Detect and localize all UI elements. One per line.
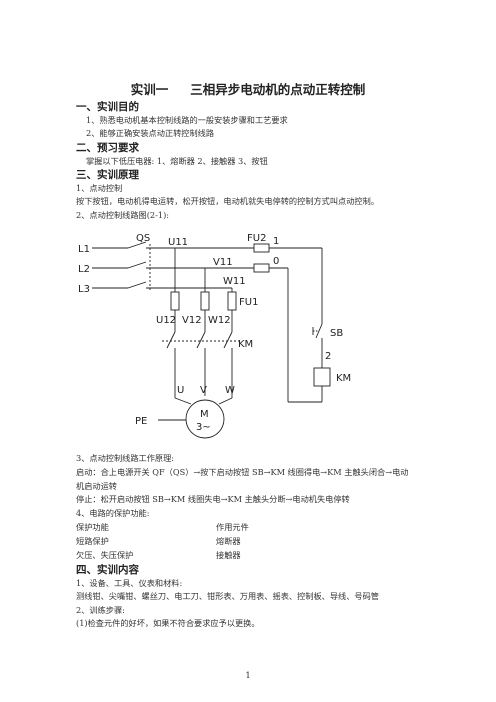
motor bbox=[185, 399, 225, 439]
paragraph: 1、设备、工具、仪表和材料: bbox=[76, 578, 183, 588]
list-item: 2、能够正确安装点动正转控制线路 bbox=[86, 128, 215, 138]
paragraph: 停止：松开启动按钮 SB→KM 线圈失电→KM 主触头分断→电动机失电停转 bbox=[76, 494, 350, 504]
table-cell: 欠压、失压保护 bbox=[76, 550, 134, 560]
label-node-2: 2 bbox=[325, 351, 331, 362]
table-cell: 作用元件 bbox=[216, 522, 249, 532]
paragraph: (1)检查元件的好坏，如果不符合要求应予以更换。 bbox=[76, 618, 260, 628]
label-motor-3phase: 3~ bbox=[196, 422, 211, 433]
section-heading: 一、实训目的 bbox=[76, 101, 139, 113]
label-sb: SB bbox=[330, 328, 343, 339]
table-cell: 熔断器 bbox=[216, 536, 241, 546]
paragraph: 启动：合上电源开关 QF（QS）→按下启动按钮 SB→KM 线圈得电→KM 主触… bbox=[76, 467, 409, 477]
label-v12: V12 bbox=[182, 315, 202, 326]
paragraph: 3、点动控制线路工作原理: bbox=[76, 453, 175, 463]
label-km-main: KM bbox=[238, 339, 253, 350]
paragraph: 掌握以下低压电器: 1、熔断器 2、接触器 3、按钮 bbox=[86, 156, 268, 166]
paragraph: 按下按钮，电动机得电运转，松开按钮，电动机就失电停转的控制方式叫点动控制。 bbox=[76, 196, 379, 206]
label-motor-m: M bbox=[200, 409, 209, 420]
section-heading: 四、实训内容 bbox=[76, 564, 139, 576]
label-l2: L2 bbox=[78, 264, 90, 275]
label-w12: W12 bbox=[208, 315, 231, 326]
paragraph: 2、点动控制线路图(2-1): bbox=[76, 210, 170, 220]
label-fu1: FU1 bbox=[239, 297, 258, 308]
title-text: 三相异步电动机的点动正转控制 bbox=[190, 82, 366, 97]
list-item: 1、熟悉电动机基本控制线路的一般安装步骤和工艺要求 bbox=[86, 115, 288, 125]
control-circuit-diagram: L1 L2 L3 QS U11 V11 W11 FU1 FU2 1 0 U12 … bbox=[78, 233, 351, 439]
label-fu2: FU2 bbox=[247, 233, 266, 244]
label-w: W bbox=[225, 385, 235, 396]
label-u: U bbox=[177, 385, 184, 396]
label-l1: L1 bbox=[78, 244, 90, 255]
table-cell: 接触器 bbox=[216, 550, 241, 560]
section-heading: 三、实训原理 bbox=[76, 169, 139, 181]
page-number: 1 bbox=[245, 671, 251, 680]
section-heading: 二、预习要求 bbox=[76, 142, 139, 154]
label-node-0: 0 bbox=[273, 256, 279, 267]
label-v11: V11 bbox=[213, 257, 233, 268]
fuse-fu2 bbox=[253, 243, 270, 253]
label-v: V bbox=[200, 385, 207, 396]
title-number: 实训一 bbox=[130, 82, 169, 97]
label-u12: U12 bbox=[156, 315, 176, 326]
km-main-contacts bbox=[162, 331, 240, 349]
fuse-fu1 bbox=[170, 291, 237, 311]
label-l3: L3 bbox=[78, 284, 90, 295]
km-coil bbox=[313, 367, 331, 387]
label-pe: PE bbox=[135, 416, 147, 427]
paragraph: 4、电路的保护功能: bbox=[76, 508, 150, 518]
paragraph: 测线钳、尖嘴钳、螺丝刀、电工刀、钳形表、万用表、摇表、控制板、导线、号码管 bbox=[76, 591, 379, 601]
label-qs: QS bbox=[136, 233, 150, 244]
label-node-1: 1 bbox=[273, 236, 279, 247]
page-title: 实训一 三相异步电动机的点动正转控制 bbox=[0, 79, 496, 98]
qs-switch bbox=[127, 241, 151, 290]
fuse-fu2-b bbox=[253, 263, 270, 273]
paragraph: 1、点动控制 bbox=[76, 183, 123, 193]
label-u11: U11 bbox=[168, 237, 188, 248]
label-km-coil: KM bbox=[336, 373, 351, 384]
sb-button bbox=[312, 318, 323, 368]
table-cell: 保护功能 bbox=[76, 522, 109, 532]
table-cell: 短路保护 bbox=[76, 536, 109, 546]
paragraph: 2、训练步骤: bbox=[76, 605, 125, 615]
label-w11: W11 bbox=[223, 276, 246, 287]
paragraph: 机启动运转 bbox=[76, 481, 117, 491]
